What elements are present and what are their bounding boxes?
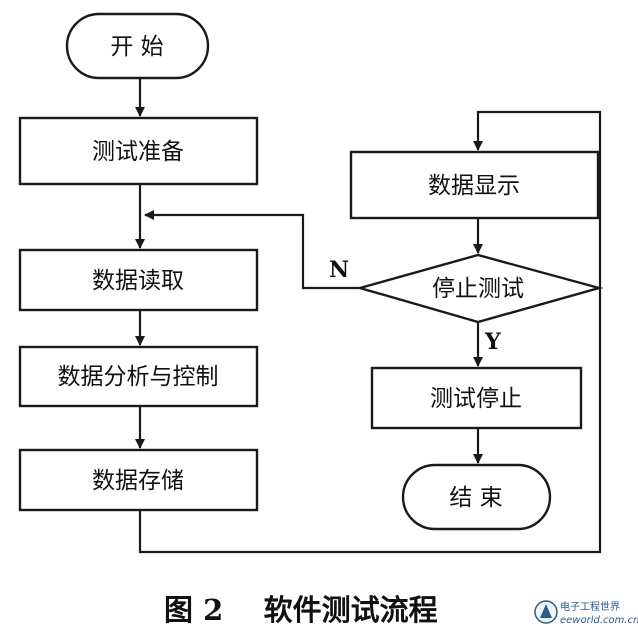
node-end-label: 结 束 [449,485,502,511]
node-decision-label: 停止测试 [432,276,524,302]
figure-caption: 图 2 软件测试流程 [164,593,438,627]
watermark-logo: 电子工程世界 eeworld.com.cn [534,600,638,626]
node-stop-label: 测试停止 [430,386,522,412]
branch-label-yes: Y [484,329,501,355]
watermark-site: eeworld.com.cn [560,615,638,626]
node-prepare-label: 测试准备 [92,139,184,165]
edge-store-to-display [138,110,602,554]
watermark-title: 电子工程世界 [560,600,620,613]
branch-label-no: N [329,257,349,283]
node-display-label: 数据显示 [428,173,520,199]
node-display: 数据显示 [349,150,600,220]
node-start: 开 始 [65,12,210,80]
node-decision: 停止测试 [355,253,604,324]
node-store-label: 数据存储 [92,468,184,494]
connectors [135,78,602,554]
node-read-label: 数据读取 [92,268,184,294]
node-analyze: 数据分析与控制 [18,345,259,408]
node-read: 数据读取 [18,248,259,312]
watermark-emblem-icon [534,600,558,624]
node-analyze-label: 数据分析与控制 [58,364,219,390]
node-start-label: 开 始 [110,34,163,60]
edge-decision-no-loop [144,210,360,290]
node-stop: 测试停止 [370,366,583,430]
node-prepare: 测试准备 [18,116,259,186]
node-store: 数据存储 [18,448,259,512]
node-end: 结 束 [401,463,552,531]
